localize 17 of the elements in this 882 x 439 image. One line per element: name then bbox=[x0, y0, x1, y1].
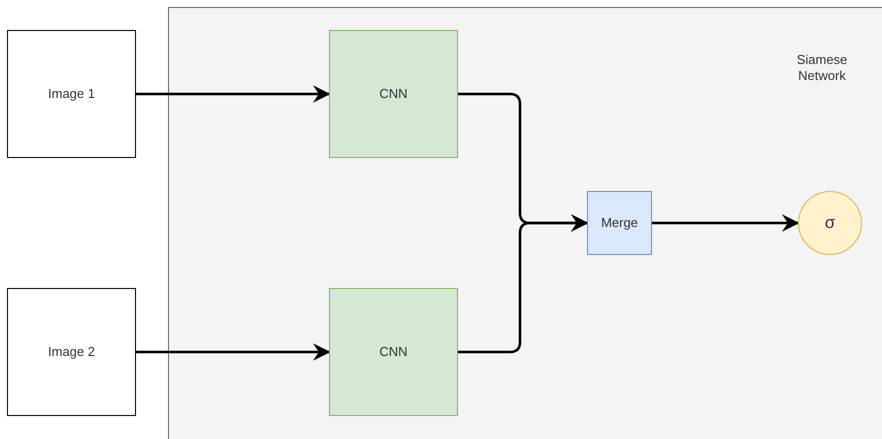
node-label: CNN bbox=[379, 86, 408, 102]
node-label: CNN bbox=[379, 344, 408, 360]
process-box bbox=[7, 30, 136, 158]
arrow bbox=[136, 343, 330, 361]
process-box bbox=[329, 288, 458, 416]
node-label: Image 1 bbox=[48, 86, 95, 102]
network-panel bbox=[168, 7, 882, 439]
arrow bbox=[458, 214, 588, 354]
panel-title: Siamese Network bbox=[796, 52, 848, 84]
arrow bbox=[136, 85, 330, 103]
arrow bbox=[652, 214, 800, 232]
node-label: σ bbox=[824, 212, 836, 234]
node-label: Merge bbox=[601, 215, 638, 231]
process-box bbox=[587, 191, 652, 255]
process-box bbox=[7, 288, 136, 416]
node-label: Image 2 bbox=[48, 344, 95, 360]
process-box bbox=[329, 30, 458, 158]
